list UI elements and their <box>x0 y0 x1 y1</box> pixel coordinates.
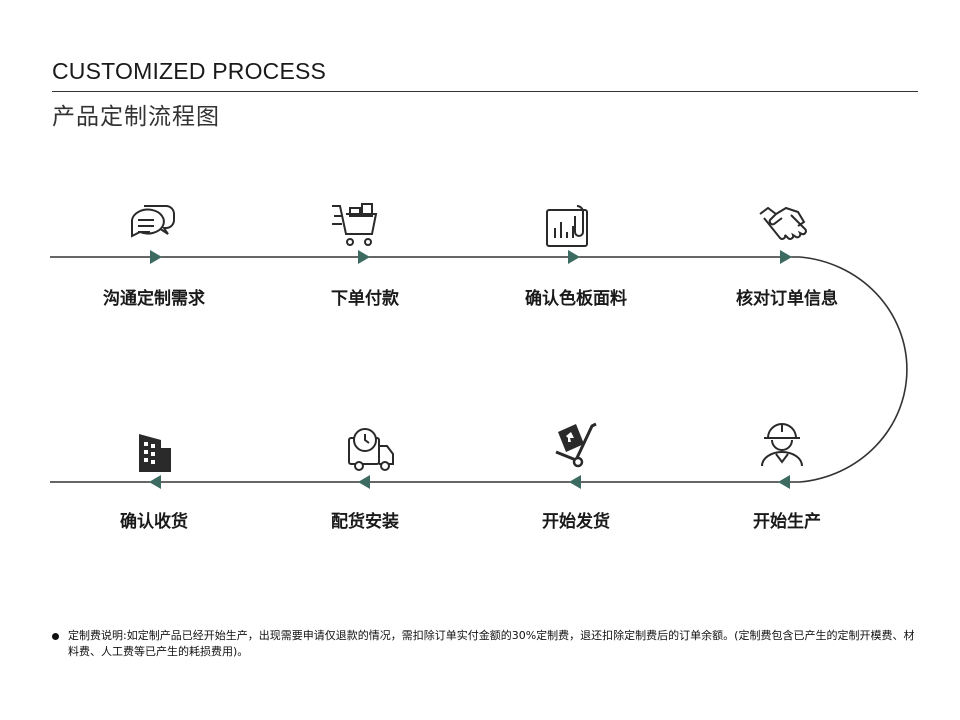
step-4-marker <box>780 250 792 264</box>
step-7-marker <box>358 475 370 489</box>
step-6-marker <box>569 475 581 489</box>
step-2-marker <box>358 250 370 264</box>
step-label-5: 开始生产 <box>753 512 821 532</box>
chat-bubbles-icon <box>131 205 175 238</box>
step-3-marker <box>568 250 580 264</box>
header-divider <box>52 91 918 92</box>
note-bullet <box>52 633 59 640</box>
building-icon <box>139 434 171 472</box>
fee-note-text: 定制费说明:如定制产品已经开始生产，出现需要申请仅退款的情况，需扣除订单实付金额… <box>68 629 915 658</box>
handshake-icon <box>759 206 807 240</box>
shopping-cart-icon <box>332 203 378 246</box>
step-label-7: 配货安装 <box>331 512 399 532</box>
hand-truck-icon <box>555 422 597 468</box>
step-label-3: 确认色板面料 <box>525 289 627 309</box>
step-5-marker <box>778 475 790 489</box>
delivery-truck-clock-icon <box>348 428 394 471</box>
fee-note: 定制费说明:如定制产品已经开始生产，出现需要申请仅退款的情况，需扣除订单实付金额… <box>52 628 918 660</box>
page-title-cn: 产品定制流程图 <box>52 104 220 130</box>
step-1-marker <box>150 250 162 264</box>
step-8-marker <box>149 475 161 489</box>
step-label-6: 开始发货 <box>542 512 610 532</box>
chart-document-icon <box>546 205 588 247</box>
page-title-en: CUSTOMIZED PROCESS <box>52 58 327 84</box>
step-label-1: 沟通定制需求 <box>103 289 205 309</box>
step-label-2: 下单付款 <box>331 289 399 309</box>
step-label-8: 确认收货 <box>120 512 188 532</box>
step-label-4: 核对订单信息 <box>736 289 838 309</box>
flow-line-curve <box>799 256 908 483</box>
worker-helmet-icon <box>761 423 803 467</box>
